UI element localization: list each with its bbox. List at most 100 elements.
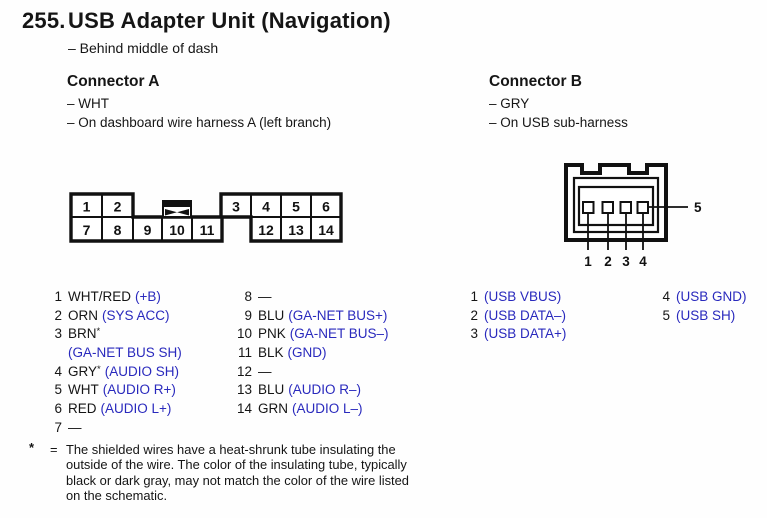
footnote-line: on the schematic.: [66, 487, 168, 503]
signal-name: (+B): [135, 289, 161, 304]
pin-row: 5(USB SH): [658, 308, 747, 327]
wire-color: GRY: [68, 363, 98, 379]
pin-number: 5: [54, 382, 62, 398]
signal-name: (AUDIO R+): [102, 382, 176, 398]
pin-number: 14: [236, 401, 252, 417]
connector-b-housing: [564, 163, 668, 242]
signal-name: (USB DATA–): [484, 307, 567, 323]
pin-row: 2 (USB DATA–): [466, 308, 566, 327]
signal-name: (AUDIO L–): [292, 401, 363, 417]
signal-name: (GA-NET BUS SH): [68, 345, 182, 361]
pin-cell-label: 13: [288, 222, 304, 238]
pin-cell-label: 4: [262, 199, 270, 215]
pin-row: 11 BLK(GND): [234, 345, 389, 364]
footnote-equals: =: [50, 442, 58, 457]
pin-row: 3 (USB DATA+): [466, 326, 566, 345]
pin-lead-label: 5: [694, 200, 702, 215]
signal-name: (USB VBUS): [484, 289, 562, 304]
pin-row: 7—: [50, 420, 182, 439]
pin-number: 4: [662, 289, 670, 304]
pin-number: 13: [236, 382, 252, 398]
pin-row: 6 RED(AUDIO L+): [50, 401, 182, 420]
pin-cell-label: 12: [258, 222, 274, 238]
wire-color: BRN: [68, 326, 97, 342]
wire-color: WHT/RED: [68, 289, 131, 304]
pin-number: 3: [54, 326, 62, 342]
pin-row: 2 ORN(SYS ACC): [50, 308, 182, 327]
pin-number: 8: [244, 289, 252, 304]
pin-row: 1 (USB VBUS): [466, 289, 566, 308]
page-title: USB Adapter Unit (Navigation): [68, 8, 391, 33]
pin-cell-label: 8: [114, 222, 122, 238]
pin-lead-label: 2: [604, 254, 612, 269]
pin-number: 4: [54, 363, 62, 379]
pin-number: 7: [54, 419, 62, 435]
connector-b-pin-list-right: 4 (USB GND) 5(USB SH): [658, 289, 747, 327]
wire-color: ORN: [68, 307, 98, 323]
pin-number: 9: [244, 307, 252, 323]
pin-cell-label: 2: [114, 199, 122, 215]
footnote-line: The shielded wires have a heat-shrunk tu…: [66, 442, 396, 457]
signal-name: (USB DATA+): [484, 326, 567, 342]
pin-row: 14 GRN(AUDIO L–): [234, 401, 389, 420]
pin-number: 5: [662, 307, 670, 323]
wire-color: GRN: [258, 401, 288, 417]
connector-a-header-block: Connector A – WHT – On dashboard wire ha…: [67, 73, 331, 132]
connector-a-outline: [69, 192, 343, 243]
pin-number: 6: [54, 401, 62, 417]
wire-color: WHT: [68, 382, 99, 398]
section-number: 255.: [22, 8, 66, 33]
wire-color: PNK: [258, 326, 286, 342]
pin-number: 2: [54, 307, 62, 323]
signal-name: (GA-NET BUS–): [289, 326, 389, 342]
pin-row: 12—: [234, 364, 389, 383]
connector-b-color-note: – GRY: [489, 96, 530, 111]
footnote-line: black or dark gray, may not match the co…: [66, 472, 409, 488]
footnote: * = The shielded wires have a heat-shrun…: [24, 440, 409, 503]
pin-lead-label: 3: [622, 254, 630, 269]
pin-cell-label: 3: [232, 199, 240, 215]
pin-row: 13 BLU(AUDIO R–): [234, 382, 389, 401]
pin-row: 4 (USB GND): [658, 289, 747, 308]
pin-lead-label: 4: [639, 254, 647, 269]
pin-cell-label: 1: [83, 199, 91, 215]
wire-color: BLU: [258, 307, 285, 323]
lock-tab-icon: [162, 200, 192, 218]
signal-name: (AUDIO L+): [100, 401, 172, 417]
connector-b-harness-note: – On USB sub-harness: [489, 114, 628, 130]
pin-row-wrap: (GA-NET BUS SH): [68, 345, 182, 364]
wire-color: RED: [68, 401, 97, 417]
wire-color: —: [258, 289, 272, 304]
footnote-line: outside of the wire. The color of the in…: [66, 457, 407, 473]
location-note: – Behind middle of dash: [68, 40, 219, 56]
pin-cell-label: 14: [318, 222, 334, 238]
connector-b-diagram: 1 2 3 4 5: [564, 163, 702, 269]
shielded-wire-asterisk: *: [97, 363, 101, 375]
pin-row: 5 WHT(AUDIO R+): [50, 382, 182, 401]
signal-name: (GND): [287, 345, 327, 361]
pin-cell-label: 11: [200, 222, 215, 238]
wire-color: —: [258, 363, 272, 379]
wire-color: BLU: [258, 382, 285, 398]
pin-cell-label: 10: [169, 222, 185, 238]
signal-name: (AUDIO R–): [288, 382, 362, 398]
wire-color: BLK: [258, 345, 284, 361]
pin-number: 11: [237, 345, 252, 361]
signal-name: (USB GND): [676, 289, 747, 304]
connector-b-pin-list-left: 1 (USB VBUS) 2 (USB DATA–) 3 (USB DATA+): [466, 289, 566, 345]
pin-number: 3: [470, 326, 478, 342]
signal-name: (SYS ACC): [102, 307, 170, 323]
wire-color: —: [68, 419, 82, 435]
pin-cell-label: 6: [322, 199, 330, 215]
pin-cell-label: 5: [292, 199, 300, 215]
pin-number: 2: [470, 307, 478, 323]
footnote-asterisk: *: [29, 440, 35, 455]
pin-number: 1: [470, 289, 478, 304]
